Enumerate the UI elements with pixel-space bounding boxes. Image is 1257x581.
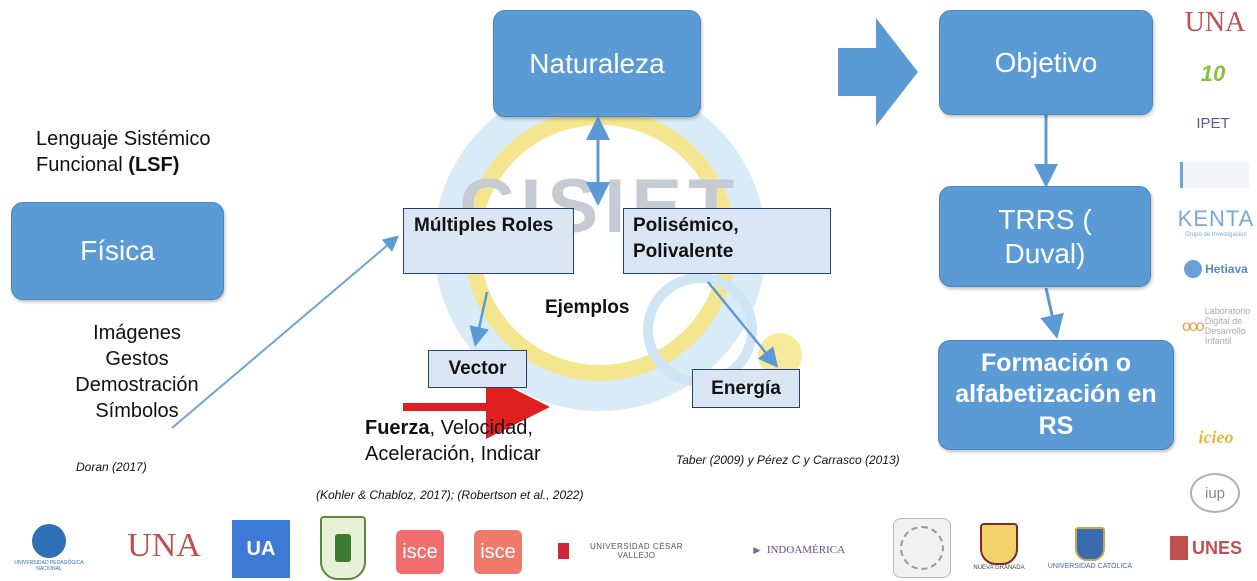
modes-list: Imágenes Gestos Demostración Símbolos xyxy=(62,320,212,424)
logo-unes: UNES xyxy=(1160,530,1252,566)
logo-lab-dots-icon: ooo xyxy=(1182,318,1205,335)
box-formacion-label: Formación o alfabetización en RS xyxy=(955,349,1157,440)
lsf-plain: Lenguaje Sistémico Funcional xyxy=(36,128,211,176)
logo-una-right-text: UNA xyxy=(1184,6,1246,38)
box-vector: Vector xyxy=(428,350,527,388)
box-naturaleza-label: Naturaleza xyxy=(529,47,665,79)
logo-isce-1-text: isce xyxy=(402,540,438,563)
logo-nueva-granada-shield-icon xyxy=(980,523,1018,565)
logo-catolica-text: UNIVERSIDAD CATÓLICA xyxy=(1047,562,1133,570)
logo-icieo: icieo xyxy=(1192,424,1240,450)
logo-nueva-granada-text: NUEVA GRANADA xyxy=(973,565,1025,571)
box-multiples-roles: Múltiples Roles xyxy=(403,208,574,274)
logo-iup-text: iup xyxy=(1204,484,1226,502)
logo-una-bottom: UNA xyxy=(124,524,204,568)
trrs-to-formacion-arrow xyxy=(1040,287,1064,339)
logo-hetiava-icon xyxy=(1184,260,1203,278)
logo-isce-1: isce xyxy=(396,530,444,574)
logo-10-text: 10 xyxy=(1200,61,1226,86)
box-trrs-label: TRRS ( Duval) xyxy=(998,203,1092,269)
logo-una-right: UNA xyxy=(1180,0,1250,45)
lsf-heading: Lenguaje Sistémico Funcional (LSF) xyxy=(36,126,276,178)
logo-shield-green xyxy=(320,516,366,580)
logo-upn: UNIVERSIDAD PEDAGÓGICA NACIONAL xyxy=(8,518,90,578)
logo-ucv: UNIVERSIDAD CÉSAR VALLEJO xyxy=(558,540,698,562)
citation-taber: Taber (2009) y Pérez C y Carrasco (2013) xyxy=(676,453,900,467)
box-fisica-label: Física xyxy=(80,235,155,266)
logo-indoamerica-text: INDOAMÉRICA xyxy=(766,544,846,556)
logo-ipet-text: IPET xyxy=(1196,114,1230,132)
energia-label: Energía xyxy=(711,377,781,399)
polisemico-to-energia-arrow xyxy=(707,281,779,368)
logo-hetiava: Hetiava xyxy=(1180,256,1252,282)
box-formacion: Formación o alfabetización en RS xyxy=(938,340,1174,450)
logo-kenta-sub: Grupo de Investigación xyxy=(1185,232,1247,238)
mode-imagenes: Imágenes xyxy=(93,322,181,344)
citation-kohler: (Kohler & Chabloz, 2017); (Robertson et … xyxy=(316,488,584,502)
logo-lab-text: Laboratorio Digital de Desarrollo Infant… xyxy=(1204,306,1251,346)
logo-unes-text: UNES xyxy=(1191,537,1242,558)
fuerza-rest: , Velocidad, xyxy=(429,417,533,439)
box-objetivo-label: Objetivo xyxy=(994,46,1098,78)
fuerza-bold: Fuerza xyxy=(365,417,430,439)
multiples-roles-label: Múltiples Roles xyxy=(414,215,554,236)
logo-iup: iup xyxy=(1190,473,1240,513)
logo-laboratorio: ooo Laboratorio Digital de Desarrollo In… xyxy=(1182,302,1254,352)
logo-hetiava-text: Hetiava xyxy=(1205,262,1248,276)
roles-to-vector-arrow xyxy=(469,291,489,347)
vector-label: Vector xyxy=(448,358,507,379)
logo-isce-2: isce xyxy=(474,530,522,574)
logo-unes-icon xyxy=(1169,536,1188,560)
logo-red-investigacion xyxy=(1180,162,1249,188)
logo-10: 10 xyxy=(1178,60,1248,88)
simbolos-to-roles-arrow xyxy=(171,235,400,429)
box-naturaleza: Naturaleza xyxy=(493,10,701,117)
box-polisemico: Polisémico, Polivalente xyxy=(623,208,831,274)
fuerza-text: Fuerza, Velocidad, Aceleración, Indicar xyxy=(365,415,605,467)
mode-gestos: Gestos xyxy=(105,348,169,370)
box-fisica: Física xyxy=(11,202,224,300)
box-energia: Energía xyxy=(692,369,800,408)
lsf-bold: (LSF) xyxy=(128,154,180,176)
polisemico-label: Polisémico, Polivalente xyxy=(633,215,739,262)
ejemplos-label: Ejemplos xyxy=(545,297,630,318)
box-trrs: TRRS ( Duval) xyxy=(939,186,1151,287)
logo-ucv-text: UNIVERSIDAD CÉSAR VALLEJO xyxy=(590,542,683,560)
block-arrow xyxy=(838,18,918,126)
logo-ua-text: UA xyxy=(246,537,276,560)
logo-nueva-granada: NUEVA GRANADA xyxy=(968,516,1030,578)
logo-kenta-text: KENTA xyxy=(1177,206,1255,231)
logo-unam-seal-icon xyxy=(900,526,944,570)
logo-unam-seal xyxy=(893,518,951,578)
citation-doran: Doran (2017) xyxy=(76,460,147,474)
logo-ua: UA xyxy=(232,520,290,578)
logo-ipet: IPET xyxy=(1178,108,1248,138)
logo-ucv-icon xyxy=(558,543,570,559)
fuerza-line2: Aceleración, Indicar xyxy=(365,443,541,465)
logo-shield-icon xyxy=(335,534,351,562)
logo-icieo-text: icieo xyxy=(1198,426,1234,447)
box-objetivo: Objetivo xyxy=(939,10,1153,115)
logo-indoamerica-icon: ► xyxy=(750,542,763,557)
logo-una-bottom-text: UNA xyxy=(127,527,201,564)
mode-demostracion: Demostración xyxy=(75,374,199,396)
mode-simbolos: Símbolos xyxy=(95,400,179,422)
logo-catolica-shield-icon xyxy=(1075,526,1105,561)
logo-upn-emblem-icon xyxy=(32,524,66,558)
logo-upn-text: UNIVERSIDAD PEDAGÓGICA NACIONAL xyxy=(14,560,84,572)
logo-catolica: UNIVERSIDAD CATÓLICA xyxy=(1044,518,1136,578)
logo-kenta: KENTA Grupo de Investigación xyxy=(1177,202,1255,242)
logo-isce-2-text: isce xyxy=(480,540,516,563)
logo-indoamerica: ► INDOAMÉRICA xyxy=(744,538,852,562)
